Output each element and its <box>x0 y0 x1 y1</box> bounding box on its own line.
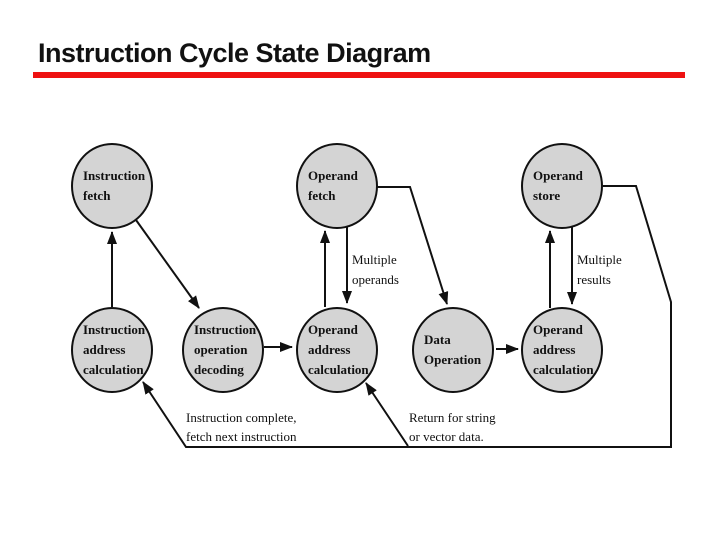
node-label-line: address <box>533 342 576 357</box>
state-node-instruction-fetch: Instruction fetch <box>71 143 153 229</box>
node-label-line: operation <box>194 342 248 357</box>
node-label-line: Instruction <box>194 322 257 337</box>
title-underline <box>33 72 685 78</box>
edge-label-line: fetch next instruction <box>186 429 297 444</box>
node-label-line: Operand <box>308 322 358 337</box>
edge-operand-fetch-to-data-operation <box>377 186 449 305</box>
node-label-line: Instruction <box>83 322 146 337</box>
node-label-line: fetch <box>308 188 336 203</box>
state-node-operand-fetch: Operand fetch <box>296 143 378 229</box>
edge-instruction-fetch-to-decoding <box>135 219 200 309</box>
edge-return-for-string-branch <box>365 382 409 447</box>
edge-label-line: operands <box>352 272 399 287</box>
state-node-operand-store: Operand store <box>521 143 603 229</box>
edge-label-multiple-results: Multiple results <box>577 250 622 290</box>
node-label-line: calculation <box>83 362 144 377</box>
edge-label-line: Return for string <box>409 410 496 425</box>
state-node-instruction-address-calculation: Instruction address calculation <box>71 307 153 393</box>
edge-label-line: or vector data. <box>409 429 484 444</box>
node-label-line: address <box>83 342 126 357</box>
edge-label-line: Multiple <box>352 252 397 267</box>
node-label-line: fetch <box>83 188 111 203</box>
edge-label-instruction-complete: Instruction complete, fetch next instruc… <box>186 408 296 446</box>
node-label-line: Operand <box>533 168 583 183</box>
node-label-line: calculation <box>308 362 369 377</box>
edge-label-line: Instruction complete, <box>186 410 297 425</box>
node-label-line: decoding <box>194 362 244 377</box>
node-label-line: Data <box>424 332 451 347</box>
edge-label-return-for-string: Return for string or vector data. <box>409 408 496 446</box>
page-title: Instruction Cycle State Diagram <box>38 38 431 68</box>
edge-label-multiple-operands: Multiple operands <box>352 250 399 290</box>
state-node-instruction-operation-decoding: Instruction operation decoding <box>182 307 264 393</box>
edge-instruction-complete-loop <box>142 185 672 448</box>
edge-label-line: Multiple <box>577 252 622 267</box>
node-label-line: store <box>533 188 561 203</box>
edge-label-line: results <box>577 272 611 287</box>
state-node-data-operation: Data Operation <box>412 307 494 393</box>
state-node-operand-address-calculation-2: Operand address calculation <box>521 307 603 393</box>
node-label-line: calculation <box>533 362 594 377</box>
node-label-line: Operation <box>424 352 482 367</box>
node-label-line: Operand <box>533 322 583 337</box>
node-label-line: Instruction <box>83 168 146 183</box>
state-node-operand-address-calculation: Operand address calculation <box>296 307 378 393</box>
node-label-line: Operand <box>308 168 358 183</box>
node-label-line: address <box>308 342 351 357</box>
